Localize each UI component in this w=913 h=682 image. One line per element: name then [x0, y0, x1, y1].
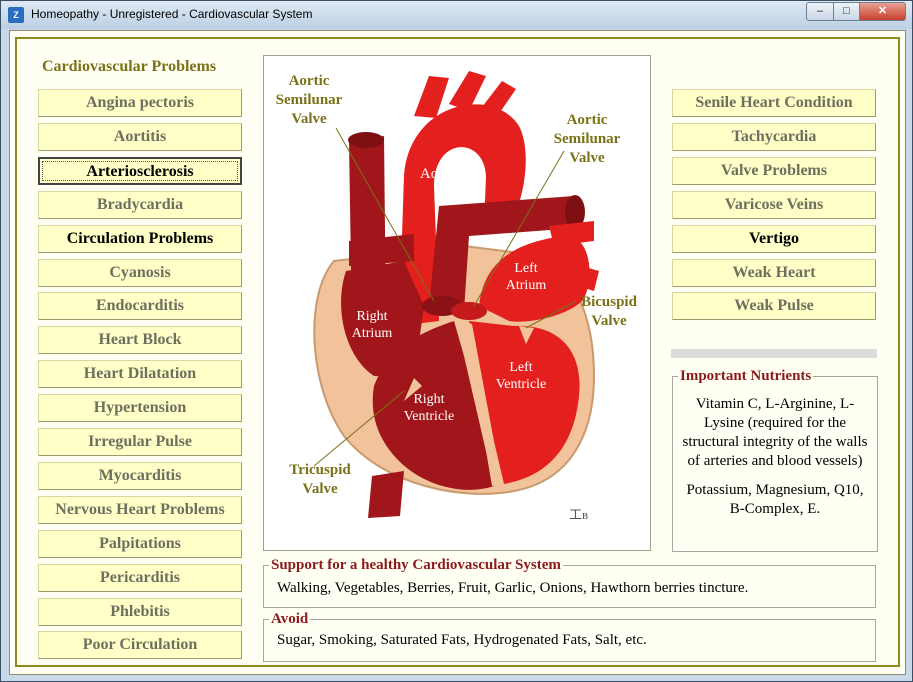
label-aorta: Aorta	[419, 166, 455, 182]
condition-button[interactable]: Aortitis	[38, 122, 242, 151]
pointer-aortic-right	[473, 150, 565, 307]
condition-button[interactable]: Arteriosclerosis	[38, 156, 242, 185]
condition-button[interactable]: Senile Heart Condition	[672, 89, 876, 117]
condition-button[interactable]: Circulation Problems	[38, 224, 242, 253]
label-right-ventricle: Right Ventricle	[403, 392, 455, 424]
condition-button[interactable]: Irregular Pulse	[38, 428, 242, 456]
label-left-atrium: Left Atrium	[505, 261, 547, 293]
condition-button[interactable]: Bradycardia	[38, 190, 242, 219]
pulmonary-vein-2	[562, 261, 599, 291]
aortic-branch-3	[479, 81, 516, 118]
avoid-legend: Avoid	[271, 611, 309, 627]
label-left-ventricle: Left Ventricle	[495, 360, 547, 392]
label-aortic-valve-left: Aortic Semilunar Valve	[275, 73, 343, 127]
aortic-valve-right	[451, 302, 487, 320]
condition-button[interactable]: Weak Pulse	[672, 292, 876, 321]
heart-illustration	[313, 71, 599, 518]
app-icon: Z	[8, 7, 24, 23]
pulmonary-right	[349, 234, 414, 266]
pulmonary-trunk	[429, 196, 576, 311]
tricuspid-valve	[404, 378, 422, 401]
pointer-aortic-left	[335, 127, 435, 302]
title-bar[interactable]: Z Homeopathy - Unregistered - Cardiovasc…	[1, 1, 912, 29]
condition-button[interactable]: Hypertension	[38, 394, 242, 423]
condition-button[interactable]: Heart Block	[38, 326, 242, 355]
left-atrium-shape	[479, 235, 590, 322]
condition-button[interactable]: Endocarditis	[38, 292, 242, 321]
window-title: Homeopathy - Unregistered - Cardiovascul…	[31, 7, 313, 21]
septum	[464, 321, 502, 486]
maximize-button[interactable]: □	[833, 2, 860, 21]
aortic-branch-2	[449, 71, 486, 111]
important-nutrients-box: Important Nutrients Vitamin C, L-Arginin…	[672, 368, 878, 552]
condition-button[interactable]: Vertigo	[672, 224, 876, 253]
pointer-tricuspid	[313, 390, 405, 467]
left-ventricle-shape	[469, 321, 580, 484]
condition-button[interactable]: Phlebitis	[38, 597, 242, 626]
support-legend: Support for a healthy Cardiovascular Sys…	[271, 557, 561, 573]
label-aortic-valve-right: Aortic Semilunar Valve	[553, 112, 621, 166]
condition-button[interactable]: Varicose Veins	[672, 190, 876, 219]
label-tricuspid-valve: Tricuspid Valve	[289, 462, 351, 497]
condition-button[interactable]: Cyanosis	[38, 258, 242, 287]
important-nutrients-legend: Important Nutrients	[680, 368, 812, 384]
pulmonary-vein-1	[549, 221, 594, 246]
pulmonary-end	[565, 195, 585, 229]
heart-diagram: Aortic Semilunar Valve Aortic Semilunar …	[263, 55, 651, 551]
condition-button[interactable]: Heart Dilatation	[38, 360, 242, 389]
condition-button[interactable]: Poor Circulation	[38, 631, 242, 660]
minimize-button[interactable]: –	[806, 2, 834, 21]
condition-button[interactable]: Weak Heart	[672, 258, 876, 287]
pointer-bicuspid	[525, 300, 577, 329]
condition-button[interactable]: Nervous Heart Problems	[38, 495, 242, 524]
vena-cava-top	[348, 132, 384, 148]
close-button[interactable]: ✕	[859, 2, 906, 21]
condition-button[interactable]: Valve Problems	[672, 156, 876, 185]
sidebar-heading: Cardiovascular Problems	[42, 58, 217, 75]
condition-button[interactable]: Angina pectoris	[38, 89, 242, 117]
artist-signature: 工в	[569, 507, 589, 522]
right-ventricle-shape	[372, 321, 494, 490]
support-box: Support for a healthy Cardiovascular Sys…	[263, 557, 876, 608]
label-bicuspid-valve: Bicuspid Valve	[581, 294, 637, 329]
avoid-text: Sugar, Smoking, Saturated Fats, Hydrogen…	[277, 632, 647, 648]
condition-button[interactable]: Tachycardia	[672, 122, 876, 151]
avoid-box: Avoid Sugar, Smoking, Saturated Fats, Hy…	[263, 611, 876, 662]
vena-cava-inferior	[368, 471, 404, 518]
condition-button[interactable]: Myocarditis	[38, 461, 242, 490]
label-right-atrium: Right Atrium	[351, 309, 393, 341]
support-text: Walking, Vegetables, Berries, Fruit, Gar…	[277, 580, 749, 596]
bicuspid-valve	[519, 326, 534, 344]
condition-button[interactable]: Pericarditis	[38, 563, 242, 592]
condition-button[interactable]: Palpitations	[38, 529, 242, 558]
aorta	[399, 104, 526, 326]
horizontal-scrollbar[interactable]	[671, 349, 877, 358]
content-frame	[15, 37, 900, 667]
nutrients-text-1: Vitamin C, L-Arginine, L-Lysine (require…	[682, 396, 868, 469]
aortic-branch-1	[414, 76, 449, 118]
nutrients-text-2: Potassium, Magnesium, Q10, B-Complex, E.	[686, 482, 864, 517]
